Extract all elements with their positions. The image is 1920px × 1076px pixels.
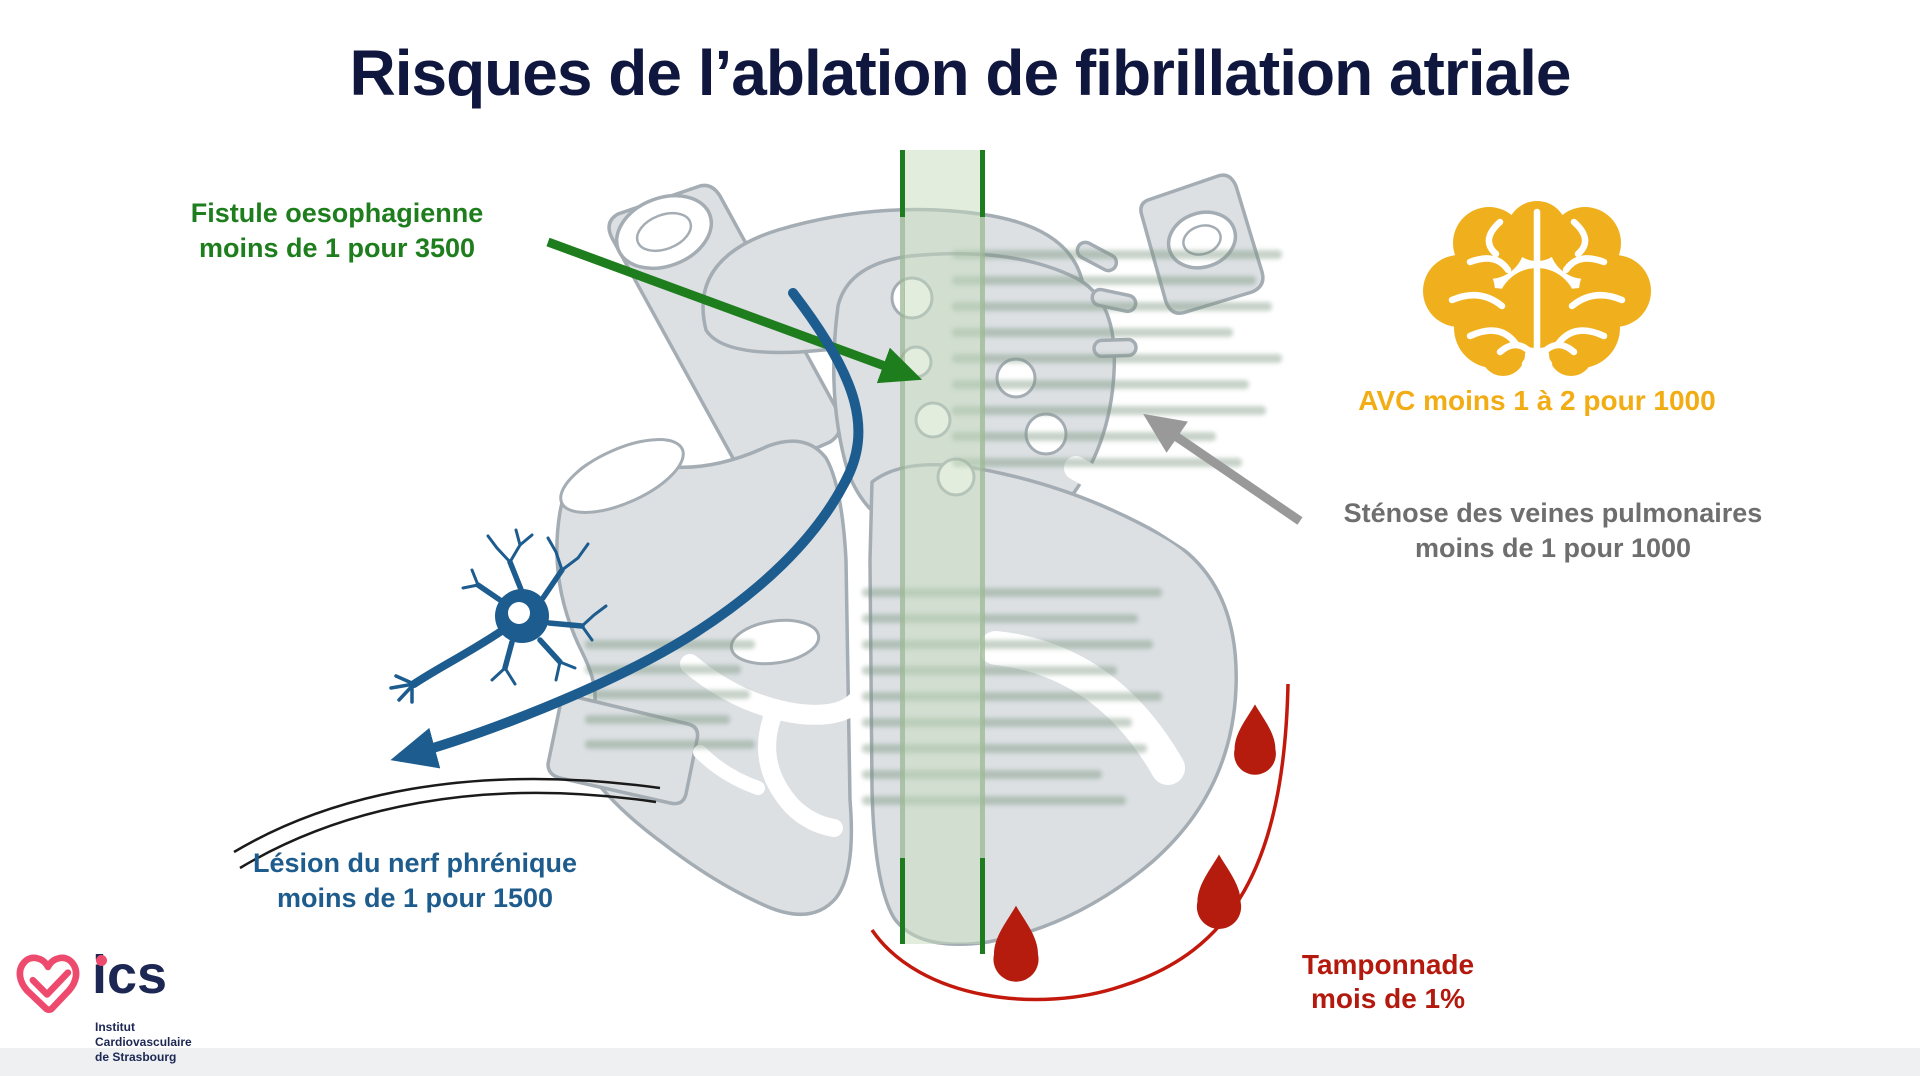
tamponnade-curve: [870, 683, 1290, 1002]
ics-logo: ics Institut Cardiovasculaire de Strasbo…: [12, 945, 342, 1072]
diaphragm-lines: [233, 777, 661, 870]
blood-drop-icon: [1234, 704, 1276, 775]
lesion-label: Lésion du nerf phrénique moins de 1 pour…: [252, 848, 577, 913]
heart-logo-icon: [16, 954, 80, 1014]
ablation-band-edge: [900, 858, 905, 944]
neuron-icon: [389, 528, 608, 704]
blood-drop-icon: [993, 905, 1039, 982]
ablation-band-edge: [980, 217, 985, 858]
footer-strip: [0, 1048, 1920, 1076]
tamponnade-label: Tamponnade mois de 1%: [1301, 949, 1475, 1014]
logo-subtitle: Institut Cardiovasculaire de Strasbourg: [95, 1020, 192, 1064]
page-title: Risques de l’ablation de fibrillation at…: [349, 37, 1571, 109]
ablation-band-edge: [980, 150, 985, 217]
blood-drop-icon: [1196, 854, 1242, 929]
fistule-arrow: [546, 237, 923, 384]
phrenic-arrow: [390, 288, 864, 769]
logo-i-dot: [96, 955, 107, 966]
logo-acronym: ics: [92, 945, 168, 1005]
stenose-label: Sténose des veines pulmonaires moins de …: [1343, 498, 1763, 563]
brain-icon: [1423, 201, 1651, 376]
avc-label: AVC moins 1 à 2 pour 1000: [1358, 385, 1716, 416]
ablation-band-edge: [900, 150, 905, 217]
fistule-label: Fistule oesophagienne moins de 1 pour 35…: [190, 198, 484, 263]
ablation-band-edge: [980, 858, 985, 954]
ablation-band: [904, 150, 982, 944]
stenose-arrow: [1143, 413, 1303, 525]
ablation-band-edge: [900, 217, 905, 858]
